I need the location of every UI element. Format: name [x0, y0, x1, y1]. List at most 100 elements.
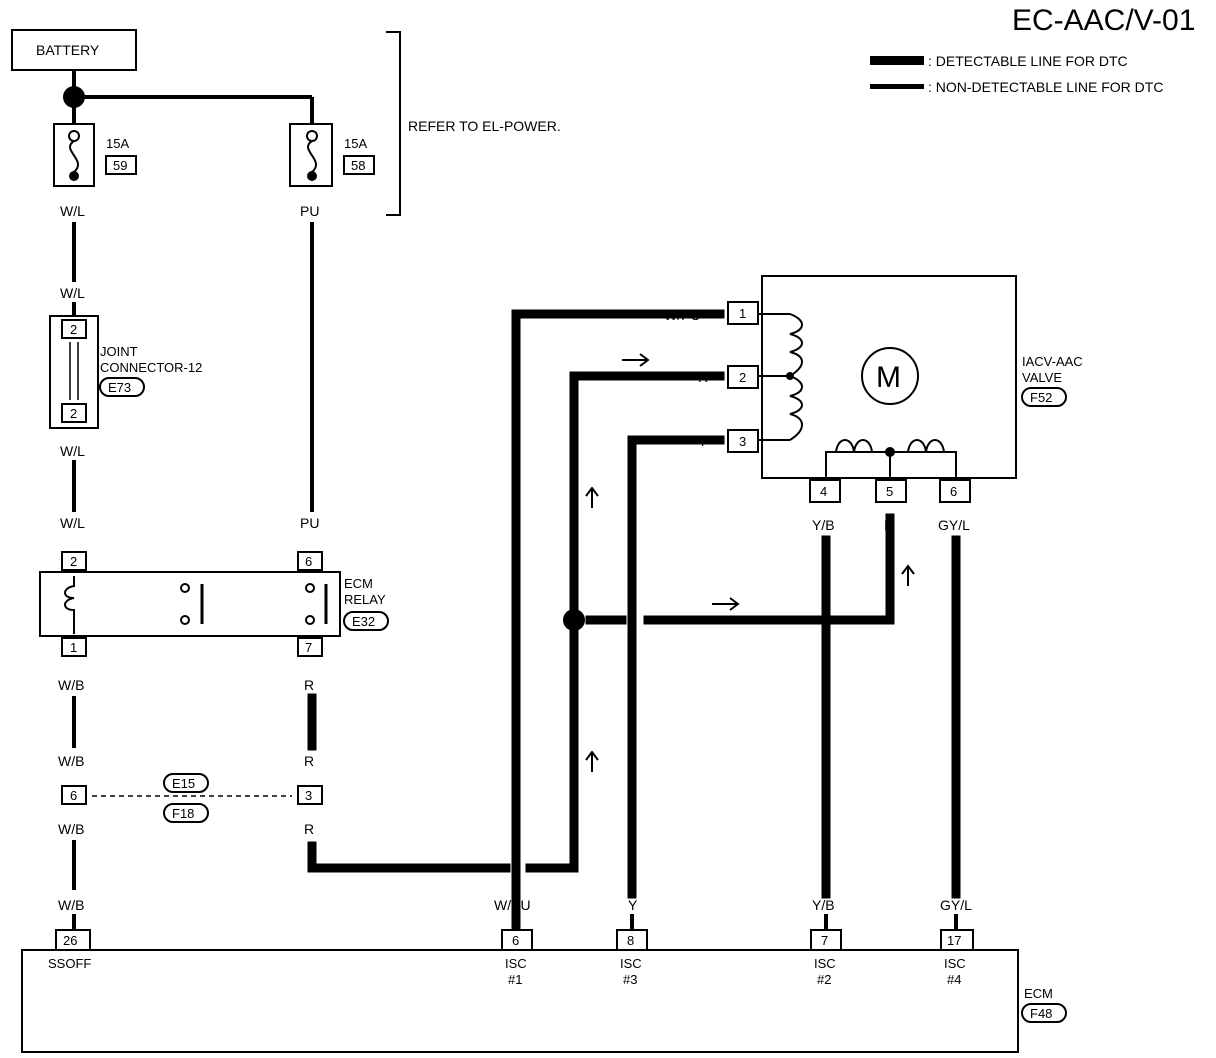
wire-label-y-1: Y	[698, 433, 708, 449]
svg-text:2: 2	[70, 406, 77, 421]
wire-label-yb-2: Y/B	[812, 897, 835, 913]
svg-text:1: 1	[739, 306, 746, 321]
fuse-58-number: 58	[351, 158, 365, 173]
ecm-relay-label-2: RELAY	[344, 592, 386, 607]
wire-label-r-3: R	[304, 821, 314, 837]
flow-arrow-4	[712, 597, 740, 611]
flow-arrow-2	[585, 486, 599, 508]
wire-label-wl-4: W/L	[60, 515, 85, 531]
svg-text:3: 3	[305, 788, 312, 803]
ecm-terminal-isc1: 6 ISC #1	[501, 929, 533, 987]
wire-label-wb-3: W/B	[58, 821, 84, 837]
battery-label: BATTERY	[36, 42, 100, 58]
fuse-59-rating: 15A	[106, 136, 129, 151]
battery-box	[11, 29, 137, 71]
svg-text:6: 6	[305, 554, 312, 569]
joint-connector-id: E73	[108, 380, 131, 395]
wire-label-wb-2: W/B	[58, 753, 84, 769]
svg-text:#3: #3	[623, 972, 637, 987]
battery-junction	[63, 86, 85, 108]
svg-text:3: 3	[739, 434, 746, 449]
ecm-label: ECM	[1024, 986, 1053, 1001]
svg-text:#4: #4	[947, 972, 961, 987]
relay-coil-icon	[64, 576, 75, 634]
svg-text:8: 8	[627, 933, 634, 948]
legend-non-detectable-label: : NON-DETECTABLE LINE FOR DTC	[928, 79, 1163, 95]
fuse-58-rating: 15A	[344, 136, 367, 151]
ecm-terminal-isc4: 17 ISC #4	[940, 929, 974, 987]
svg-text:ISC: ISC	[814, 956, 836, 971]
motor-label: M	[876, 361, 901, 394]
ecm-relay-id: E32	[352, 614, 375, 629]
legend-detectable-label: : DETECTABLE LINE FOR DTC	[928, 53, 1128, 69]
wire-label-r-2: R	[304, 753, 314, 769]
refer-label: REFER TO EL-POWER.	[408, 118, 561, 134]
motor-icon	[861, 347, 919, 405]
legend-detectable-swatch	[870, 56, 924, 65]
svg-text:SSOFF: SSOFF	[48, 956, 91, 971]
wire-label-gyl-1: GY/L	[938, 517, 970, 533]
wire-label-y-2: Y	[628, 897, 638, 913]
wire-label-pu-2: PU	[300, 515, 319, 531]
wire-label-wpu-2: W/PU	[494, 897, 531, 913]
ecm-terminal-ssoff: 26 SSOFF	[48, 929, 91, 971]
wire-label-wl-3: W/L	[60, 443, 85, 459]
wire-label-pu-1: PU	[300, 203, 319, 219]
svg-text:6: 6	[950, 484, 957, 499]
power-bracket	[386, 31, 401, 216]
iacv-id: F52	[1030, 390, 1052, 405]
svg-text:6: 6	[70, 788, 77, 803]
wire-label-r-5: R	[884, 517, 894, 533]
svg-text:1: 1	[70, 640, 77, 655]
legend: : DETECTABLE LINE FOR DTC : NON-DETECTAB…	[870, 53, 1163, 95]
fuse-59-number-box	[105, 155, 137, 175]
joint-connector-label-1: JOINT	[100, 344, 138, 359]
ecm-relay	[39, 571, 341, 637]
fuse-59-number: 59	[113, 158, 127, 173]
harness-id-2: F18	[172, 806, 194, 821]
legend-non-detectable-swatch	[870, 84, 924, 89]
wire-label-yb-1: Y/B	[812, 517, 835, 533]
valve-coil-upper-icon	[789, 313, 803, 377]
svg-text:ISC: ISC	[505, 956, 527, 971]
wire-label-wpu-1: W/PU	[664, 307, 701, 323]
flow-arrow-5	[901, 564, 915, 586]
wire-label-gyl-2: GY/L	[940, 897, 972, 913]
svg-text:ISC: ISC	[620, 956, 642, 971]
svg-text:ISC: ISC	[944, 956, 966, 971]
svg-text:7: 7	[821, 933, 828, 948]
harness-id-1: E15	[172, 776, 195, 791]
svg-text:17: 17	[947, 933, 961, 948]
svg-text:2: 2	[739, 370, 746, 385]
svg-text:4: 4	[820, 484, 827, 499]
svg-text:26: 26	[63, 933, 77, 948]
diagram-title: EC-AAC/V-01	[1012, 4, 1195, 37]
flow-arrow-1	[622, 353, 650, 367]
flow-arrow-3	[585, 750, 599, 772]
svg-text:2: 2	[70, 554, 77, 569]
r-splice	[563, 609, 585, 631]
svg-text:6: 6	[512, 933, 519, 948]
svg-text:7: 7	[305, 640, 312, 655]
ecm-terminal-isc3: 8 ISC #3	[616, 929, 648, 987]
ecm-relay-label-1: ECM	[344, 576, 373, 591]
wire-label-r-4: R	[698, 369, 708, 385]
valve-coil-horizontal-icon	[835, 439, 945, 453]
valve-coil-lower-icon	[789, 375, 803, 441]
ecm-terminal-isc2: 7 ISC #2	[810, 929, 842, 987]
wire-label-wb-1: W/B	[58, 677, 84, 693]
wire-label-r-1: R	[304, 677, 314, 693]
svg-text:#1: #1	[508, 972, 522, 987]
ecm-box	[21, 949, 1019, 1053]
iacv-label-2: VALVE	[1022, 370, 1062, 385]
joint-connector-label-2: CONNECTOR-12	[100, 360, 202, 375]
fuse-58-number-box	[343, 155, 375, 175]
svg-text:#2: #2	[817, 972, 831, 987]
svg-text:5: 5	[886, 484, 893, 499]
wire-label-wl-1: W/L	[60, 203, 85, 219]
svg-text:2: 2	[70, 322, 77, 337]
wire-label-wl-2: W/L	[60, 285, 85, 301]
ecm-id: F48	[1030, 1006, 1052, 1021]
wire-label-wb-4: W/B	[58, 897, 84, 913]
